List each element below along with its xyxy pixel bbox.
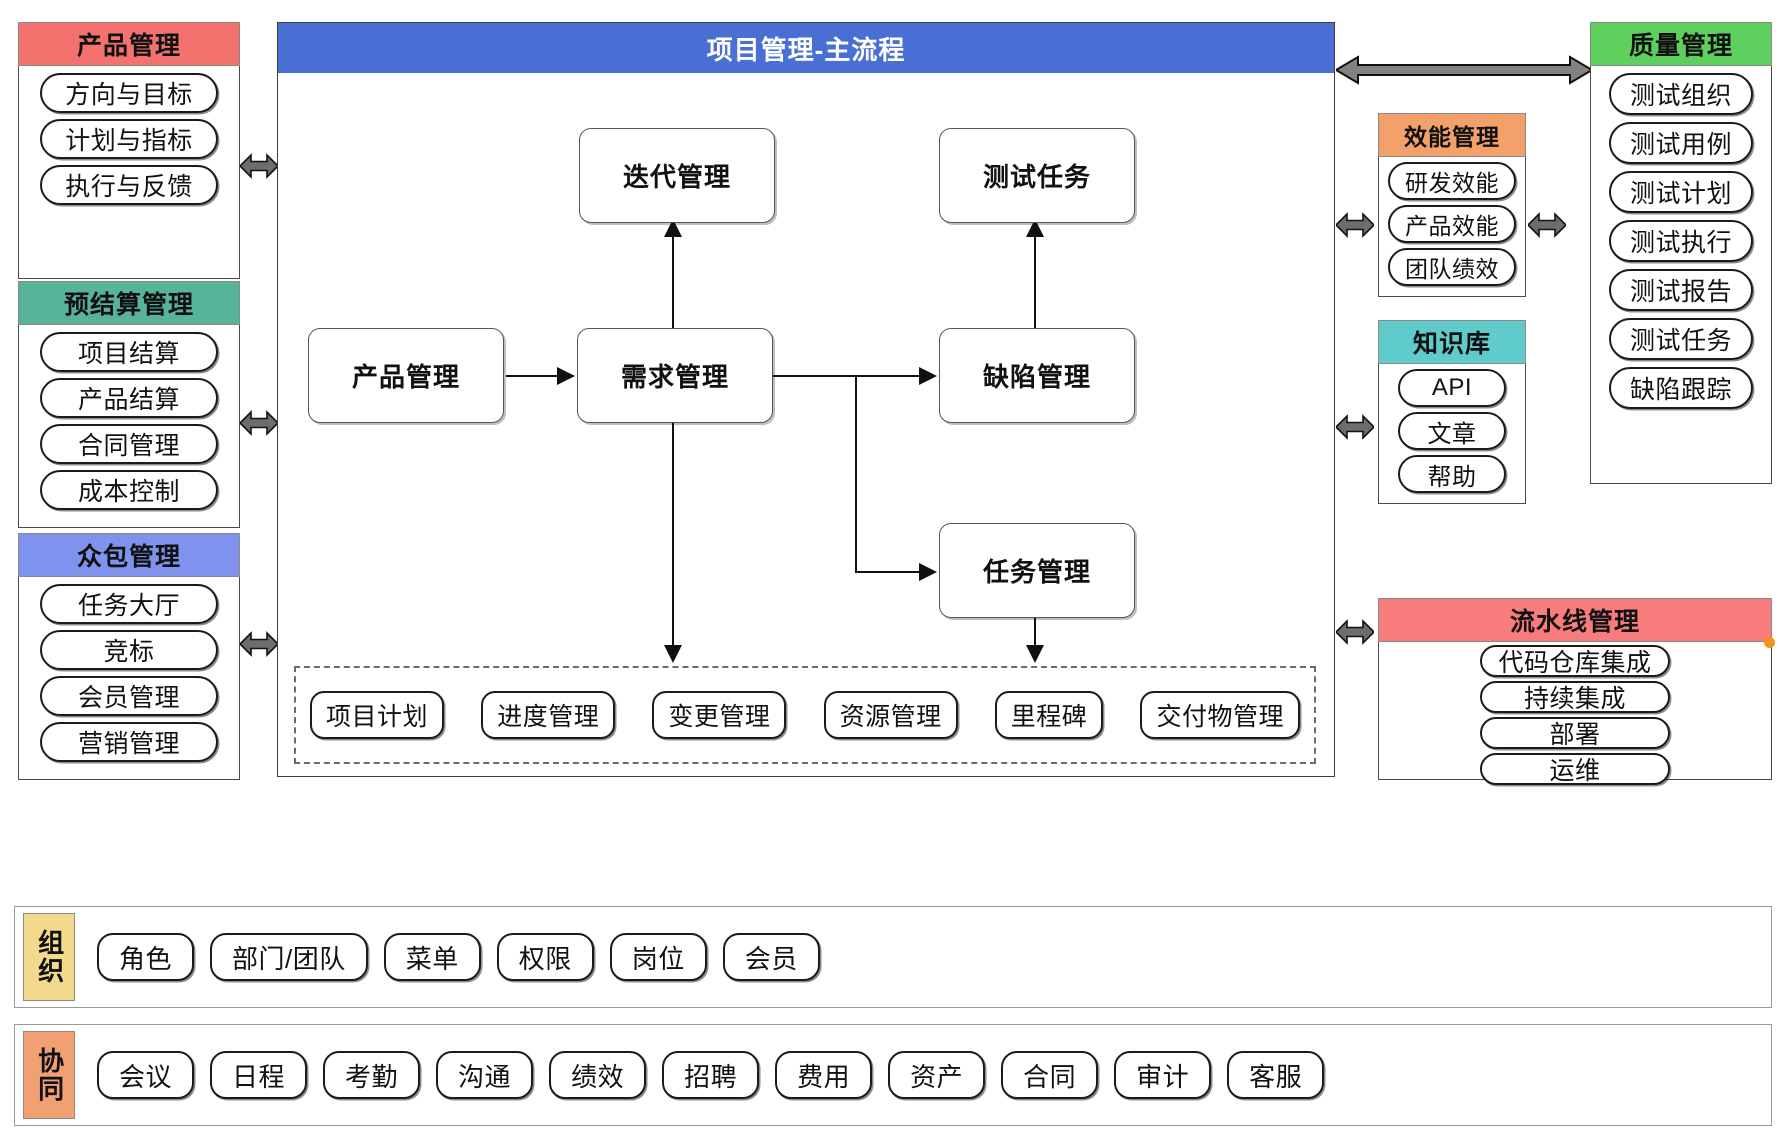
- pill-bidding[interactable]: 竞标: [39, 630, 219, 670]
- pill-cost-control[interactable]: 成本控制: [39, 470, 219, 510]
- panel-efficiency-management[interactable]: 效能管理 研发效能 产品效能 团队绩效: [1378, 113, 1526, 297]
- pill-asset[interactable]: 资产: [888, 1051, 986, 1099]
- bottom-row-label-collaboration: 协同: [23, 1031, 75, 1119]
- pill-meeting[interactable]: 会议: [97, 1051, 195, 1099]
- panel-header-crowdsourcing: 众包管理: [18, 533, 240, 577]
- pill-test-plan[interactable]: 测试计划: [1608, 171, 1754, 213]
- pill-project-plan[interactable]: 项目计划: [310, 691, 445, 739]
- pill-task-hall[interactable]: 任务大厅: [39, 584, 219, 624]
- pill-test-report[interactable]: 测试报告: [1608, 269, 1754, 311]
- pill-permission[interactable]: 权限: [496, 933, 594, 981]
- pill-milestone[interactable]: 里程碑: [994, 691, 1104, 739]
- panel-body-pipeline-management: 代码仓库集成 持续集成 部署 运维: [1379, 641, 1771, 789]
- arrow-efficiency-to-quality: [1528, 211, 1566, 239]
- arrow-product-to-mainflow: [240, 152, 278, 180]
- arrow-mainflow-to-pipeline: [1336, 618, 1374, 646]
- pill-direction-goal[interactable]: 方向与目标: [39, 73, 219, 113]
- panel-pipeline-management[interactable]: 流水线管理 代码仓库集成 持续集成 部署 运维: [1378, 598, 1775, 785]
- arrow-mainflow-to-quality: [1336, 55, 1592, 85]
- panel-budget-settlement-management[interactable]: 预结算管理 项目结算 产品结算 合同管理 成本控制: [18, 281, 240, 528]
- arrow-budget-to-mainflow: [240, 409, 278, 437]
- pill-customer-service[interactable]: 客服: [1227, 1051, 1325, 1099]
- pill-product-efficiency[interactable]: 产品效能: [1388, 205, 1516, 243]
- pill-help[interactable]: 帮助: [1397, 455, 1507, 493]
- pill-continuous-integration[interactable]: 持续集成: [1480, 681, 1670, 713]
- panel-header-quality-management: 质量管理: [1590, 22, 1772, 66]
- pill-test-case[interactable]: 测试用例: [1608, 122, 1754, 164]
- pill-communication[interactable]: 沟通: [436, 1051, 534, 1099]
- pipeline-status-dot: [1764, 637, 1775, 648]
- pill-recruitment[interactable]: 招聘: [662, 1051, 760, 1099]
- pill-deployment[interactable]: 部署: [1480, 717, 1670, 749]
- pill-member-management[interactable]: 会员管理: [39, 676, 219, 716]
- pill-test-organization[interactable]: 测试组织: [1608, 73, 1754, 115]
- pill-team-performance[interactable]: 团队绩效: [1388, 248, 1516, 286]
- pill-deliverable-management[interactable]: 交付物管理: [1140, 691, 1300, 739]
- panel-header-efficiency: 效能管理: [1378, 113, 1526, 157]
- panel-body-knowledge-base: API 文章 帮助: [1379, 363, 1525, 503]
- pill-plan-metrics[interactable]: 计划与指标: [39, 119, 219, 159]
- pill-contract[interactable]: 合同: [1001, 1051, 1099, 1099]
- pill-position[interactable]: 岗位: [609, 933, 707, 981]
- pill-article[interactable]: 文章: [1397, 412, 1507, 450]
- arrow-mainflow-to-knowledge-base: [1336, 413, 1374, 441]
- node-test-task[interactable]: 测试任务: [939, 128, 1135, 223]
- panel-body-product-management: 方向与目标 计划与指标 执行与反馈: [19, 65, 239, 278]
- panel-header-pipeline-management: 流水线管理: [1378, 598, 1772, 642]
- bottom-row-items-collaboration: 会议 日程 考勤 沟通 绩效 招聘 费用 资产 合同 审计 客服: [75, 1025, 1771, 1125]
- pill-schedule[interactable]: 日程: [210, 1051, 308, 1099]
- panel-header-knowledge-base: 知识库: [1378, 320, 1526, 364]
- node-defect-management[interactable]: 缺陷管理: [939, 328, 1135, 423]
- panel-quality-management[interactable]: 质量管理 测试组织 测试用例 测试计划 测试执行 测试报告 测试任务 缺陷跟踪: [1590, 22, 1772, 484]
- panel-knowledge-base[interactable]: 知识库 API 文章 帮助: [1378, 320, 1526, 504]
- pill-marketing-management[interactable]: 营销管理: [39, 722, 219, 762]
- pill-performance[interactable]: 绩效: [549, 1051, 647, 1099]
- pill-change-management[interactable]: 变更管理: [652, 691, 787, 739]
- pill-api[interactable]: API: [1397, 369, 1507, 407]
- pill-progress-management[interactable]: 进度管理: [481, 691, 616, 739]
- panel-body-quality-management: 测试组织 测试用例 测试计划 测试执行 测试报告 测试任务 缺陷跟踪: [1591, 65, 1771, 483]
- pill-role[interactable]: 角色: [97, 933, 195, 981]
- panel-body-efficiency: 研发效能 产品效能 团队绩效: [1379, 156, 1525, 296]
- main-flow-container: 项目管理-主流程 迭代管理 测试任务 产品管理 需: [277, 22, 1335, 777]
- pill-resource-management[interactable]: 资源管理: [823, 691, 958, 739]
- pill-attendance[interactable]: 考勤: [323, 1051, 421, 1099]
- panel-header-product-management: 产品管理: [18, 22, 240, 66]
- bottom-row-organization: 组织 角色 部门/团队 菜单 权限 岗位 会员: [14, 906, 1772, 1008]
- panel-header-budget-settlement: 预结算管理: [18, 281, 240, 325]
- node-product-management[interactable]: 产品管理: [308, 328, 504, 423]
- bottom-row-label-organization: 组织: [23, 913, 75, 1001]
- pill-operations[interactable]: 运维: [1480, 753, 1670, 785]
- pill-code-repo-integration[interactable]: 代码仓库集成: [1480, 645, 1670, 677]
- pill-menu[interactable]: 菜单: [383, 933, 481, 981]
- main-flow-title: 项目管理-主流程: [278, 23, 1334, 73]
- node-requirement-management[interactable]: 需求管理: [577, 328, 773, 423]
- pill-test-task-quality[interactable]: 测试任务: [1608, 318, 1754, 360]
- pill-rd-efficiency[interactable]: 研发效能: [1388, 162, 1516, 200]
- pill-project-settlement[interactable]: 项目结算: [39, 332, 219, 372]
- pill-member[interactable]: 会员: [722, 933, 820, 981]
- pill-department-team[interactable]: 部门/团队: [210, 933, 368, 981]
- arrow-mainflow-to-efficiency: [1336, 211, 1374, 239]
- panel-product-management[interactable]: 产品管理 方向与目标 计划与指标 执行与反馈: [18, 22, 240, 279]
- bottom-row-collaboration: 协同 会议 日程 考勤 沟通 绩效 招聘 费用 资产 合同 审计 客服: [14, 1024, 1772, 1126]
- pill-product-settlement[interactable]: 产品结算: [39, 378, 219, 418]
- arrow-crowdsourcing-to-mainflow: [240, 630, 278, 658]
- pill-contract-management[interactable]: 合同管理: [39, 424, 219, 464]
- pill-test-execution[interactable]: 测试执行: [1608, 220, 1754, 262]
- pill-expense[interactable]: 费用: [775, 1051, 873, 1099]
- node-iteration-management[interactable]: 迭代管理: [579, 128, 775, 223]
- pill-defect-tracking[interactable]: 缺陷跟踪: [1608, 367, 1754, 409]
- pill-execution-feedback[interactable]: 执行与反馈: [39, 165, 219, 205]
- project-subprocess-group: 项目计划 进度管理 变更管理 资源管理 里程碑 交付物管理: [294, 666, 1316, 764]
- node-task-management[interactable]: 任务管理: [939, 523, 1135, 618]
- bottom-row-items-organization: 角色 部门/团队 菜单 权限 岗位 会员: [75, 907, 1771, 1007]
- panel-body-crowdsourcing: 任务大厅 竞标 会员管理 营销管理: [19, 576, 239, 779]
- panel-crowdsourcing-management[interactable]: 众包管理 任务大厅 竞标 会员管理 营销管理: [18, 533, 240, 780]
- pill-audit[interactable]: 审计: [1114, 1051, 1212, 1099]
- panel-body-budget-settlement: 项目结算 产品结算 合同管理 成本控制: [19, 324, 239, 527]
